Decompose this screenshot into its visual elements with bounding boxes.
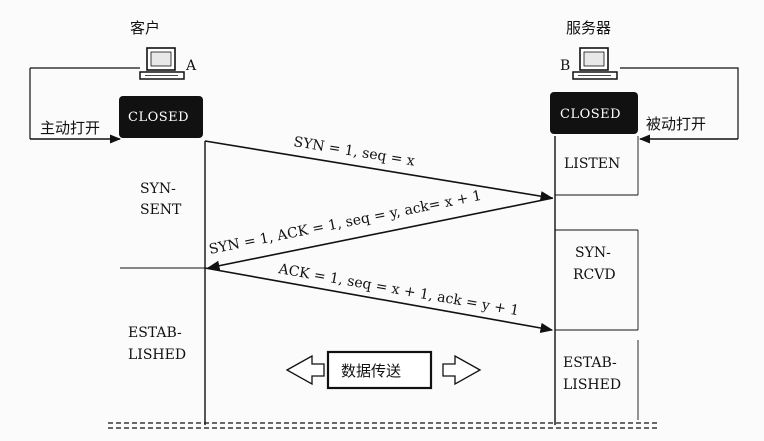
server-computer-icon: [572, 47, 618, 80]
message-arrow-3: [204, 267, 554, 334]
server-open-loop: [620, 67, 739, 144]
server-letter: B: [560, 58, 570, 74]
client-title: 客户: [130, 19, 160, 37]
client-state-syn-sent-line1: SYN-: [140, 181, 176, 197]
message-arrow-1: [204, 140, 554, 202]
client-state-established-line1: ESTAB-: [128, 325, 182, 341]
server-state-established-line1: ESTAB-: [563, 355, 617, 371]
server-state-syn-rcvd-line2: RCVD: [573, 267, 616, 283]
message-label-1: SYN = 1, seq = x: [292, 134, 416, 169]
client-closed-label: CLOSED: [128, 110, 189, 125]
bottom-dashed-lines: [108, 422, 660, 429]
server-title: 服务器: [566, 19, 611, 37]
server-closed-box: [550, 92, 638, 134]
server-action-label: 被动打开: [646, 115, 706, 133]
client-action-label: 主动打开: [40, 119, 100, 137]
client-closed-box: [119, 96, 203, 138]
client-computer-icon: [139, 47, 185, 80]
data-transfer-double-arrow: [285, 350, 482, 390]
server-state-established-line2: LISHED: [563, 377, 621, 393]
message-label-3: ACK = 1, seq = x + 1, ack = y + 1: [276, 261, 520, 319]
client-state-established-line2: LISHED: [128, 347, 186, 363]
client-open-loop: [29, 67, 140, 144]
server-closed-label: CLOSED: [560, 107, 621, 122]
data-transfer-label: 数据传送: [341, 362, 401, 380]
client-letter: A: [185, 58, 197, 74]
client-state-syn-sent-line2: SENT: [140, 202, 182, 218]
server-state-syn-rcvd-line1: SYN-: [575, 245, 611, 261]
message-arrow-2: [206, 197, 554, 271]
message-label-2: SYN = 1, ACK = 1, seq = y, ack= x + 1: [208, 188, 483, 258]
server-state-listen: LISTEN: [564, 156, 620, 172]
